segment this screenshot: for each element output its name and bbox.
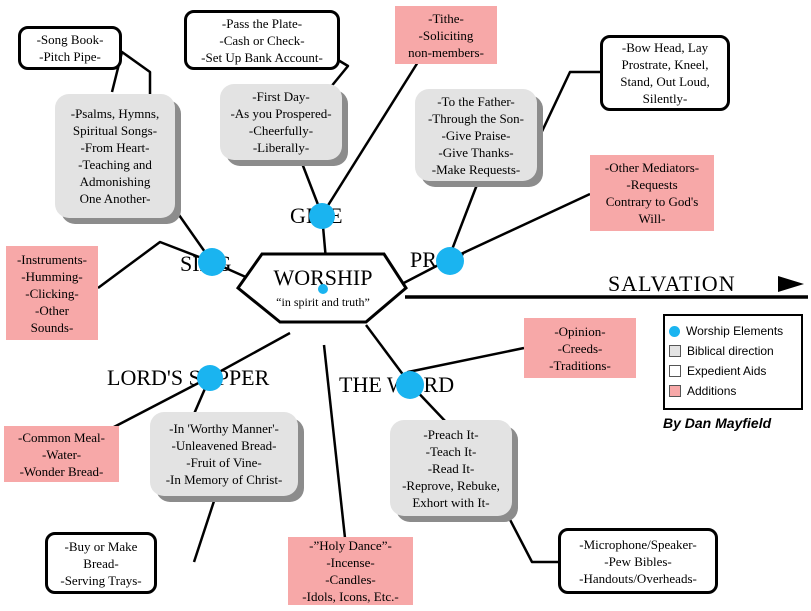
dot-sing xyxy=(198,248,226,276)
legend-expedient-swatch xyxy=(669,365,681,377)
legend-biblical-swatch xyxy=(669,345,681,357)
line-supper-center xyxy=(209,331,291,379)
byline: By Dan Mayfield xyxy=(663,415,772,431)
line-sing-instruments xyxy=(97,240,213,290)
box-pass-plate: -Pass the Plate- -Cash or Check- -Set Up… xyxy=(184,10,340,70)
line-father-bowhead xyxy=(535,70,602,143)
dot-pray xyxy=(436,247,464,275)
legend-additions-swatch xyxy=(669,385,681,397)
line-worthy-buybread xyxy=(192,494,218,563)
line-supper-commonmeal xyxy=(111,375,211,430)
box-common-meal: -Common Meal- -Water- -Wonder Bread- xyxy=(4,426,119,482)
salvation-label: SALVATION xyxy=(608,271,736,296)
line-give-tithe xyxy=(320,61,420,216)
legend-row-additions: Additions xyxy=(669,381,797,401)
legend-label-elements: Worship Elements xyxy=(686,324,784,338)
box-song-book: -Song Book- -Pitch Pipe- xyxy=(18,26,122,70)
dot-give xyxy=(309,203,335,229)
line-preach-microphone xyxy=(504,511,560,564)
worship-center-dot xyxy=(318,284,328,294)
dot-lords-supper xyxy=(197,365,223,391)
legend-row-expedient: Expedient Aids xyxy=(669,361,797,381)
box-microphone: -Microphone/Speaker- -Pew Bibles- -Hando… xyxy=(558,528,718,594)
box-to-father: -To the Father- -Through the Son- -Give … xyxy=(415,89,537,181)
legend-label-additions: Additions xyxy=(687,384,737,398)
box-opinion: -Opinion- -Creeds- -Traditions- xyxy=(524,318,636,378)
worship-subtitle: “in spirit and truth” xyxy=(276,295,370,309)
legend-label-biblical: Biblical direction xyxy=(687,344,774,358)
box-first-day: -First Day- -As you Prospered- -Cheerful… xyxy=(220,84,342,160)
box-bow-head: -Bow Head, Lay Prostrate, Kneel, Stand, … xyxy=(600,35,730,111)
box-tithe: -Tithe- -Soliciting non-members- xyxy=(395,6,497,64)
legend-dot-swatch xyxy=(669,325,680,337)
legend-row-elements: Worship Elements xyxy=(669,321,797,341)
box-preach: -Preach It- -Teach It- -Read It- -Reprov… xyxy=(390,420,512,516)
label-lords-supper: LORD'S SUPPER xyxy=(107,365,270,390)
box-instruments: -Instruments- -Humming- -Clicking- -Othe… xyxy=(6,246,98,340)
dot-the-word xyxy=(396,371,424,399)
legend: Worship Elements Biblical direction Expe… xyxy=(663,314,803,410)
box-other-mediators: -Other Mediators- -Requests Contrary to … xyxy=(590,155,714,231)
line-psalms-songbook xyxy=(110,50,152,100)
legend-row-biblical: Biblical direction xyxy=(669,341,797,361)
line-center-holydance xyxy=(322,344,347,539)
legend-label-expedient: Expedient Aids xyxy=(687,364,767,378)
box-holy-dance: -”Holy Dance”- -Incense- -Candles- -Idol… xyxy=(288,537,413,605)
salvation-arrowhead xyxy=(778,276,804,292)
line-firstday-plate xyxy=(329,58,350,89)
box-psalms: -Psalms, Hymns, Spiritual Songs- -From H… xyxy=(55,94,175,218)
box-worthy-manner: -In 'Worthy Manner'- -Unleavened Bread- … xyxy=(150,412,298,496)
box-buy-bread: -Buy or Make Bread- -Serving Trays- xyxy=(45,532,157,594)
line-pray-mediators xyxy=(447,192,591,262)
